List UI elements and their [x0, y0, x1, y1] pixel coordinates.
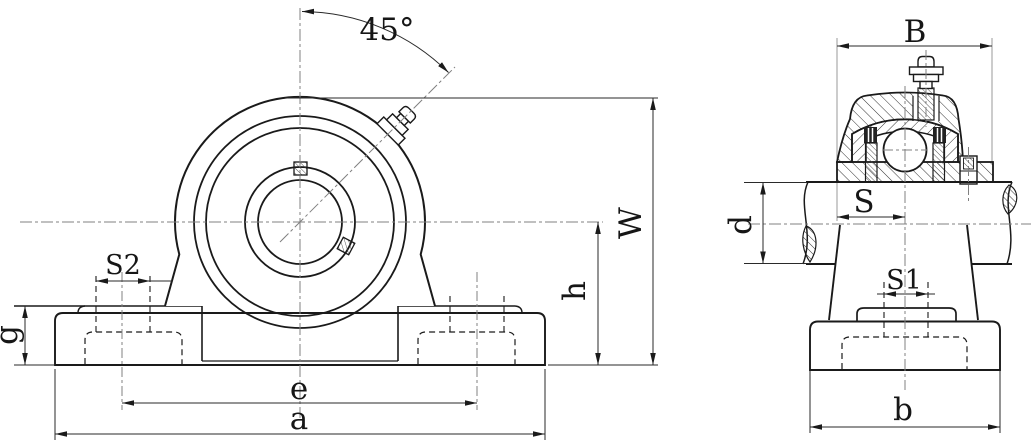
side-grease-fitting-tip — [917, 55, 935, 68]
label-angle-45: 45° — [360, 12, 415, 48]
label-s: S — [853, 184, 874, 220]
label-b-lower: b — [893, 392, 913, 428]
dim-angle-arc — [301, 8, 449, 73]
label-s2: S2 — [105, 250, 141, 281]
side-shaft-break-right-lens — [1002, 184, 1018, 215]
label-a: a — [290, 401, 308, 437]
side-shaft-break-left-lens — [802, 225, 817, 264]
label-d: d — [723, 215, 759, 235]
front-right-pad-corner — [514, 305, 523, 314]
side-pillar-left-edge — [828, 224, 841, 321]
front-dimensions — [14, 8, 658, 440]
front-set-screw-side — [336, 236, 356, 256]
side-seal-left — [864, 127, 877, 143]
label-h: h — [557, 281, 593, 301]
label-e: e — [290, 371, 308, 407]
side-inner-ring-left — [864, 142, 878, 183]
side-inner-ring-right — [932, 142, 946, 183]
label-w: W — [613, 207, 649, 239]
side-seal-right — [933, 127, 946, 143]
label-g: g — [0, 325, 25, 345]
side-dimensions — [744, 43, 1001, 433]
side-outer-ring — [851, 118, 959, 163]
side-view: B S S1 d b — [723, 14, 1031, 433]
front-left-pad-corner — [77, 305, 86, 314]
front-45deg-centerline — [279, 66, 456, 243]
side-pad — [856, 307, 957, 321]
side-pillar-right-edge — [966, 224, 979, 321]
side-slot-hidden — [841, 336, 968, 369]
label-s1: S1 — [886, 265, 922, 296]
front-view: 45° S2 g e a W h — [0, 8, 658, 440]
label-b-upper: B — [904, 14, 927, 50]
